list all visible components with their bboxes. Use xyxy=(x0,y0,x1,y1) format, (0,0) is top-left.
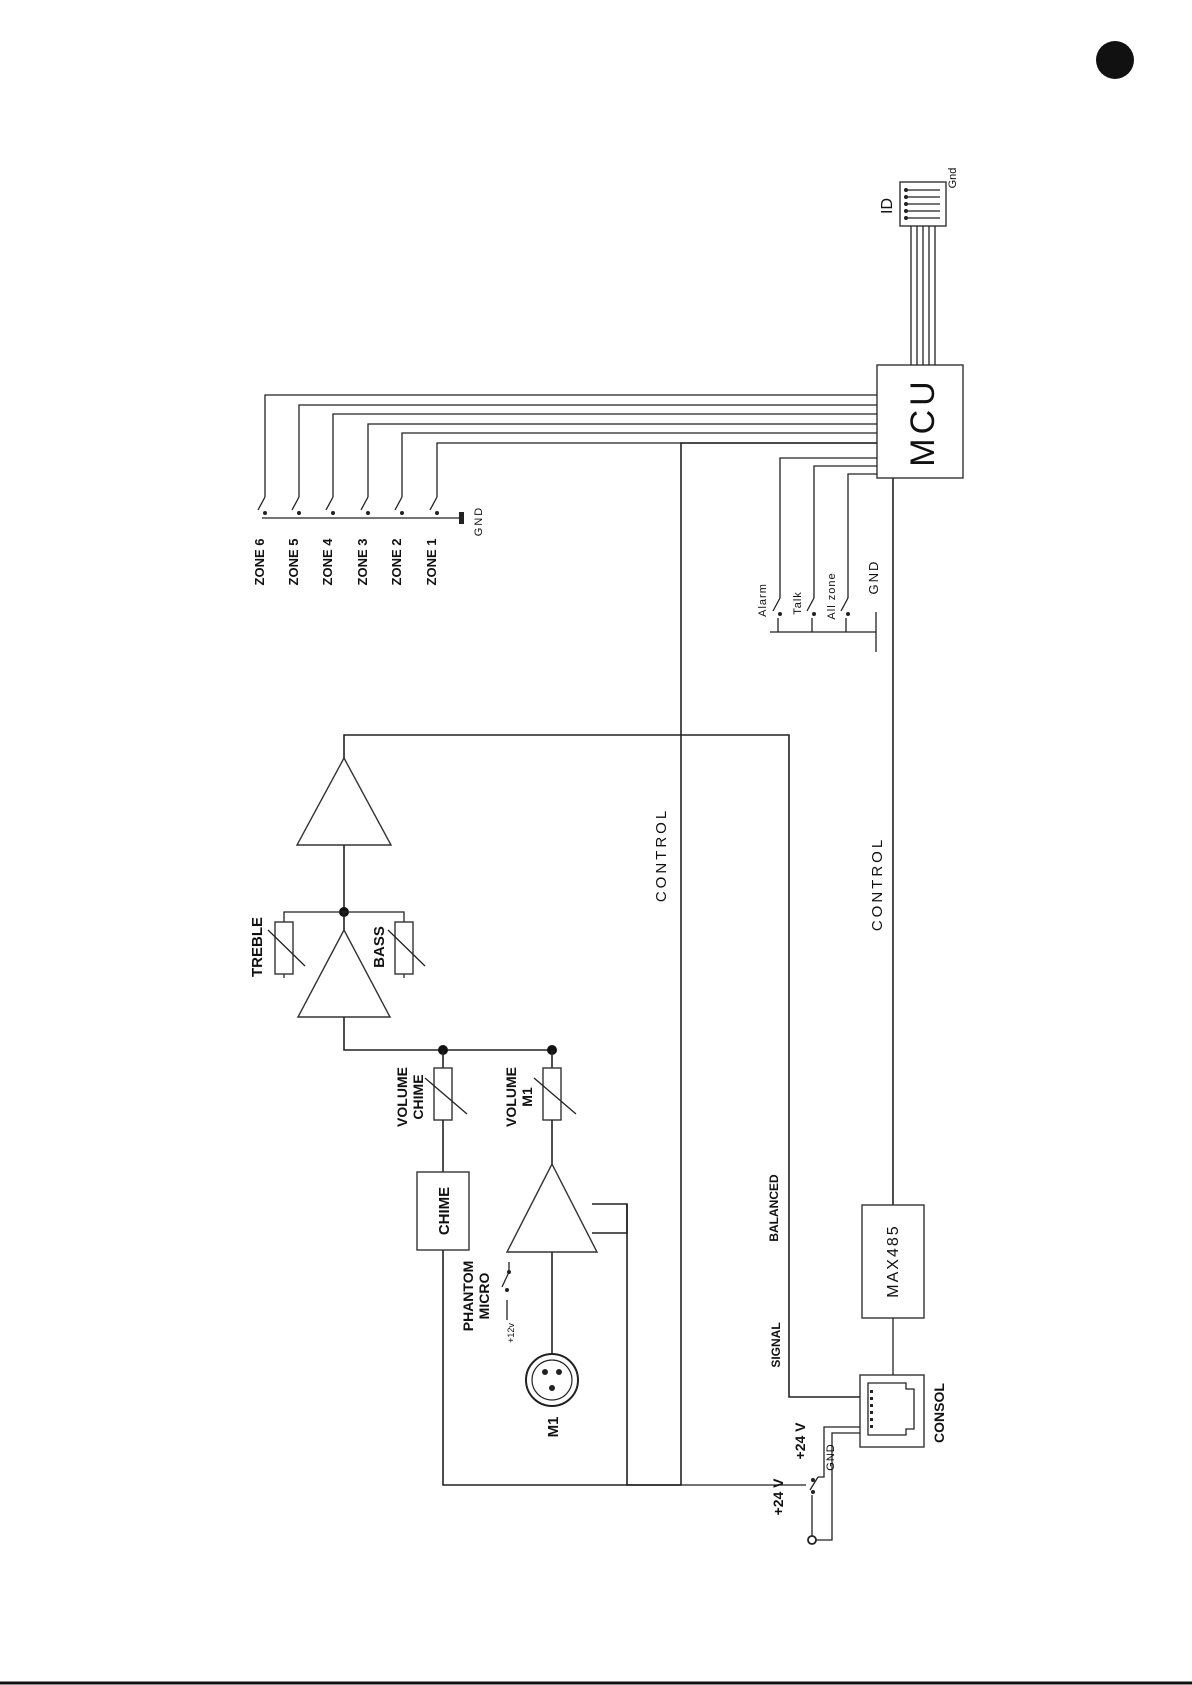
chime-block: CHIME xyxy=(417,1172,469,1250)
power-input-terminal-icon xyxy=(808,1536,816,1544)
phantom-micro-label-2: MICRO xyxy=(476,1273,492,1320)
control-gnd-label: GND xyxy=(866,560,881,595)
consol-connector: CONSOL xyxy=(860,1375,947,1447)
control-switch-wiring xyxy=(770,458,877,652)
volume-chime-label-2: CHIME xyxy=(410,1074,426,1119)
zone-gnd-label: GND xyxy=(473,506,485,536)
volume-m1-label-1: VOLUME xyxy=(503,1067,519,1127)
m1-label: M1 xyxy=(545,1417,562,1438)
id-connector: ID Gnd xyxy=(879,168,959,226)
zone-6-label: ZONE 6 xyxy=(252,539,267,586)
zone-5-label: ZONE 5 xyxy=(286,539,301,586)
max485-block: MAX485 xyxy=(862,1205,924,1318)
phantom-micro-label-1: PHANTOM xyxy=(460,1261,476,1332)
consol-gnd-label: GND xyxy=(825,1443,837,1470)
zone-4-label: ZONE 4 xyxy=(320,538,335,586)
plus-24v-consol-label: +24 V xyxy=(792,1422,808,1460)
plus-24v-input-label: +24 V xyxy=(770,1478,786,1516)
balanced-label: BALANCED xyxy=(767,1174,781,1242)
zone-1-label: ZONE 1 xyxy=(424,539,439,586)
talk-label: Talk xyxy=(792,591,804,615)
volume-chime-pot xyxy=(425,1068,467,1120)
id-gnd-label: Gnd xyxy=(947,168,959,189)
zone-2-label: ZONE 2 xyxy=(389,539,404,586)
id-label: ID xyxy=(879,198,896,214)
mcu-label: MCU xyxy=(904,377,942,466)
zone-labels: ZONE 6 ZONE 5 ZONE 4 ZONE 3 ZONE 2 ZONE … xyxy=(252,538,439,586)
consol-label: CONSOL xyxy=(931,1383,947,1443)
bass-pot xyxy=(388,922,425,974)
volume-m1-label-2: M1 xyxy=(519,1087,535,1107)
mic-preamp xyxy=(507,1164,597,1252)
balanced-signal-line xyxy=(344,735,860,1397)
signal-label: SIGNAL xyxy=(769,1322,783,1367)
all-zone-label: All zone xyxy=(826,572,838,619)
id-ribbon xyxy=(911,226,935,365)
alarm-label: Alarm xyxy=(757,583,769,617)
output-amplifier xyxy=(297,758,391,845)
plus-12v-label: +12v xyxy=(506,1323,516,1343)
bass-label: BASS xyxy=(371,926,388,968)
m1-xlr-icon xyxy=(526,1354,578,1406)
zone-3-label: ZONE 3 xyxy=(355,539,370,586)
volume-chime-label-1: VOLUME xyxy=(394,1067,410,1127)
corner-marker-icon xyxy=(1096,41,1134,79)
control-label-2: CONTROL xyxy=(869,837,886,931)
treble-pot xyxy=(268,922,305,974)
mcu-block: MCU xyxy=(877,365,963,478)
treble-label: TREBLE xyxy=(249,917,266,977)
max485-label: MAX485 xyxy=(885,1224,902,1297)
chime-label: CHIME xyxy=(436,1187,453,1235)
volume-m1-pot xyxy=(534,1068,576,1120)
zone-wiring xyxy=(258,395,877,518)
control-label-1: CONTROL xyxy=(653,808,670,902)
